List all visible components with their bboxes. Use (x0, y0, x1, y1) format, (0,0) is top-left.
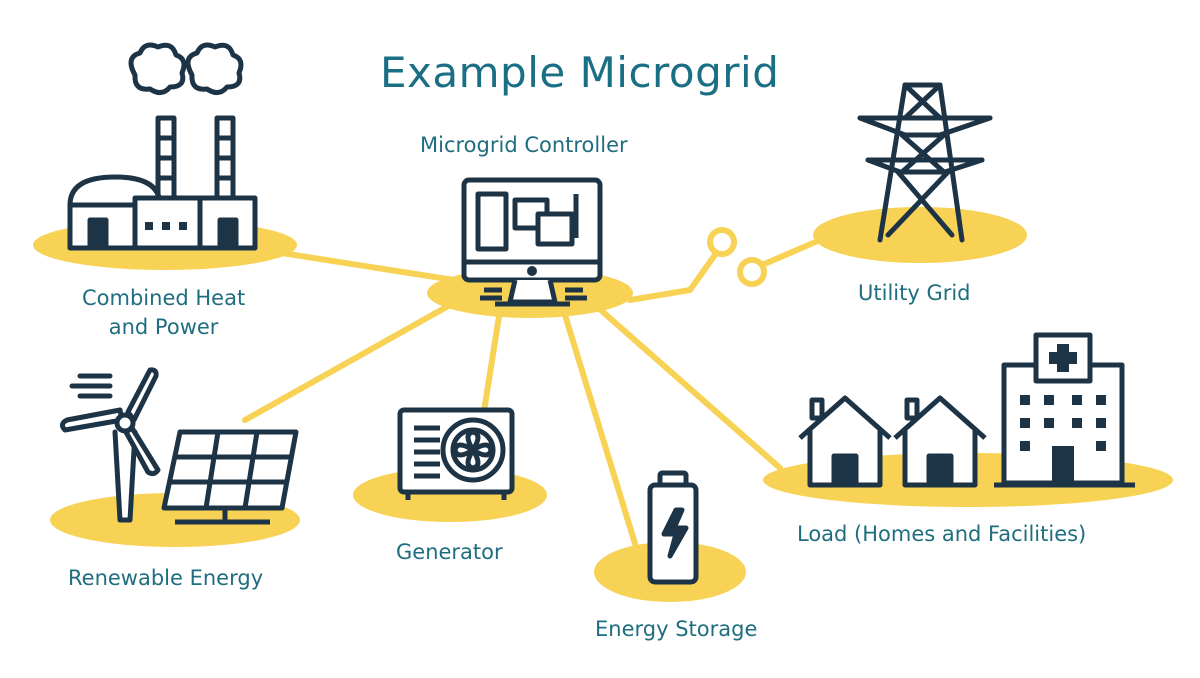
generator-label: Generator (396, 540, 503, 564)
connector-ring (737, 257, 767, 287)
chp-label-line2: and Power (108, 315, 219, 339)
controller-label: Microgrid Controller (420, 133, 628, 157)
transmission-tower-icon (857, 82, 993, 243)
chp-label-line1: Combined Heat (82, 286, 246, 310)
generator-icon (397, 407, 515, 500)
battery-icon (647, 470, 699, 585)
hospital-icon (994, 332, 1135, 488)
house-icon (798, 395, 892, 488)
base-utility (813, 207, 1027, 263)
monitor-icon (461, 177, 603, 307)
solar-panel-icon (161, 429, 299, 525)
chp-label: Combined Heat and Power (82, 284, 245, 342)
factory-icon (67, 42, 258, 251)
wind-turbine-icon (59, 367, 161, 523)
energy-storage-label: Energy Storage (595, 617, 758, 641)
renewable-energy-label: Renewable Energy (68, 566, 264, 590)
connector-ring (707, 227, 737, 257)
diagram-title: Example Microgrid (380, 48, 780, 97)
house-icon (893, 395, 987, 488)
utility-grid-label: Utility Grid (858, 281, 971, 305)
load-label: Load (Homes and Facilities) (797, 522, 1087, 546)
